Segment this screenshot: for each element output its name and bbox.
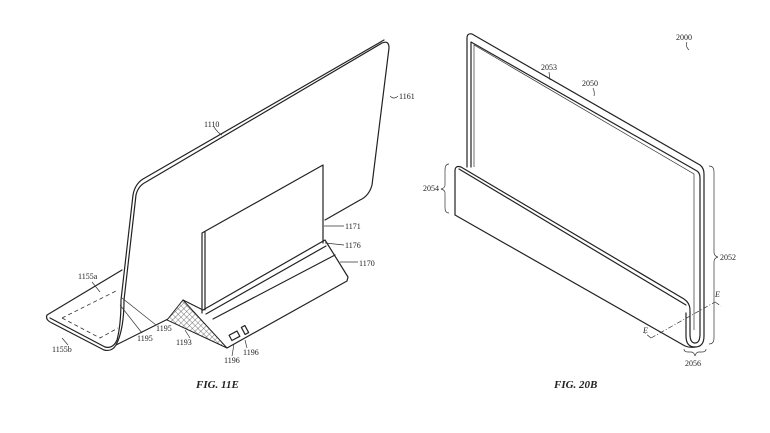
port-1196 (228, 330, 241, 342)
brace-2054 (440, 163, 450, 214)
section-label-e: E (714, 290, 720, 299)
label-1161: 1161 (399, 92, 415, 101)
figure-caption: FIG. 20B (553, 379, 597, 391)
label-1196: 1196 (243, 348, 259, 357)
label-1195: 1195 (137, 334, 153, 343)
brace-2056 (683, 348, 707, 357)
label-1170: 1170 (359, 259, 375, 268)
label-1110: 1110 (204, 120, 219, 129)
display-panel-1110 (45, 41, 390, 352)
label-2052: 2052 (720, 253, 736, 262)
foot-dashed-outline (61, 289, 119, 339)
label-2056: 2056 (685, 359, 701, 368)
fig-11e-drawing: 1110 1161 1171 1176 1170 1155a 1155b 119… (45, 39, 415, 391)
label-1155b: 1155b (52, 345, 72, 354)
display-panel-2050 (466, 33, 705, 348)
label-2000: 2000 (676, 33, 692, 42)
label-1155a: 1155a (78, 272, 98, 281)
base-portion-2054 (454, 165, 696, 348)
label-1196: 1196 (224, 356, 240, 365)
label-1176: 1176 (345, 241, 361, 250)
label-1193: 1193 (176, 338, 192, 347)
label-1195: 1195 (156, 324, 172, 333)
label-1171: 1171 (345, 222, 361, 231)
section-line-e (644, 301, 722, 339)
label-2053: 2053 (541, 63, 557, 72)
label-2054: 2054 (423, 184, 439, 193)
mesh-1193 (166, 299, 228, 349)
figure-caption: FIG. 11E (195, 379, 239, 391)
base-1170 (202, 239, 349, 349)
brace-2052 (708, 165, 719, 345)
fig-20b-drawing: 2000 2053 2050 2054 2052 2056 E E FIG. 2… (423, 33, 736, 391)
screen-1171 (201, 164, 324, 314)
section-label-e: E (642, 326, 648, 335)
label-2050: 2050 (582, 79, 598, 88)
